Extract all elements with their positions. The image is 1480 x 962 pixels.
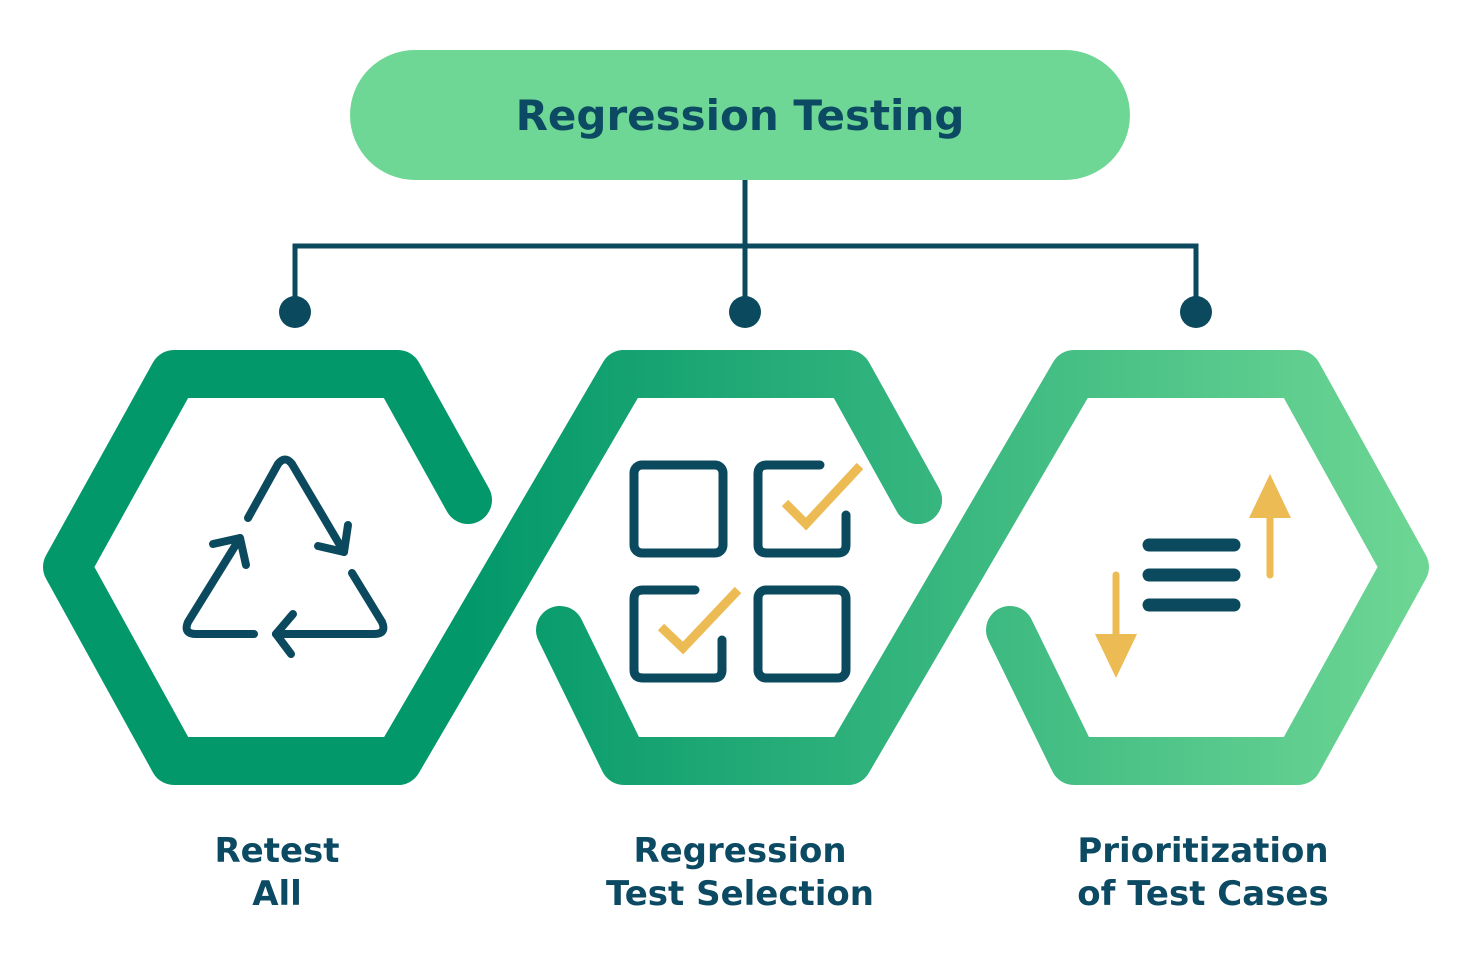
title-pill: Regression Testing xyxy=(350,50,1130,180)
recycle-icon xyxy=(182,455,388,658)
list-lines-icon xyxy=(1142,538,1241,612)
label-regression-test-selection: Regression Test Selection xyxy=(606,831,874,914)
connector-dot-2 xyxy=(729,296,761,328)
checkmark-icon xyxy=(657,586,742,655)
connector-tree xyxy=(292,180,1199,312)
checkbox-empty-bottom-right xyxy=(753,585,851,683)
label-line-1: Prioritization xyxy=(1077,831,1328,871)
connector-branch-line xyxy=(292,243,1199,312)
title-pill-background xyxy=(350,50,1130,180)
hexagon-regression-test-selection-top xyxy=(374,350,942,785)
label-line-2: All xyxy=(252,874,302,914)
title-text: Regression Testing xyxy=(516,91,965,140)
label-line-2: Test Selection xyxy=(606,874,874,914)
sort-list-icon xyxy=(1095,474,1291,678)
checkbox-checked-bottom-left xyxy=(629,585,727,683)
hexagon-chain xyxy=(43,350,1429,785)
checkmark-icon xyxy=(781,462,864,531)
checkbox-grid-icon xyxy=(629,460,864,683)
hexagon-prioritization xyxy=(536,350,1429,785)
label-retest-all: Retest All xyxy=(214,831,339,914)
arrow-down-icon xyxy=(1095,571,1137,678)
label-prioritization-of-test-cases: Prioritization of Test Cases xyxy=(1077,831,1328,914)
connector-dot-3 xyxy=(1180,296,1212,328)
checkbox-checked-top-right xyxy=(753,460,851,558)
arrow-up-icon xyxy=(1249,474,1291,579)
label-line-2: of Test Cases xyxy=(1077,874,1328,914)
connector-dot-1 xyxy=(279,296,311,328)
label-line-1: Retest xyxy=(214,831,339,871)
checkbox-empty-top-left xyxy=(629,460,728,558)
label-line-1: Regression xyxy=(633,831,846,871)
